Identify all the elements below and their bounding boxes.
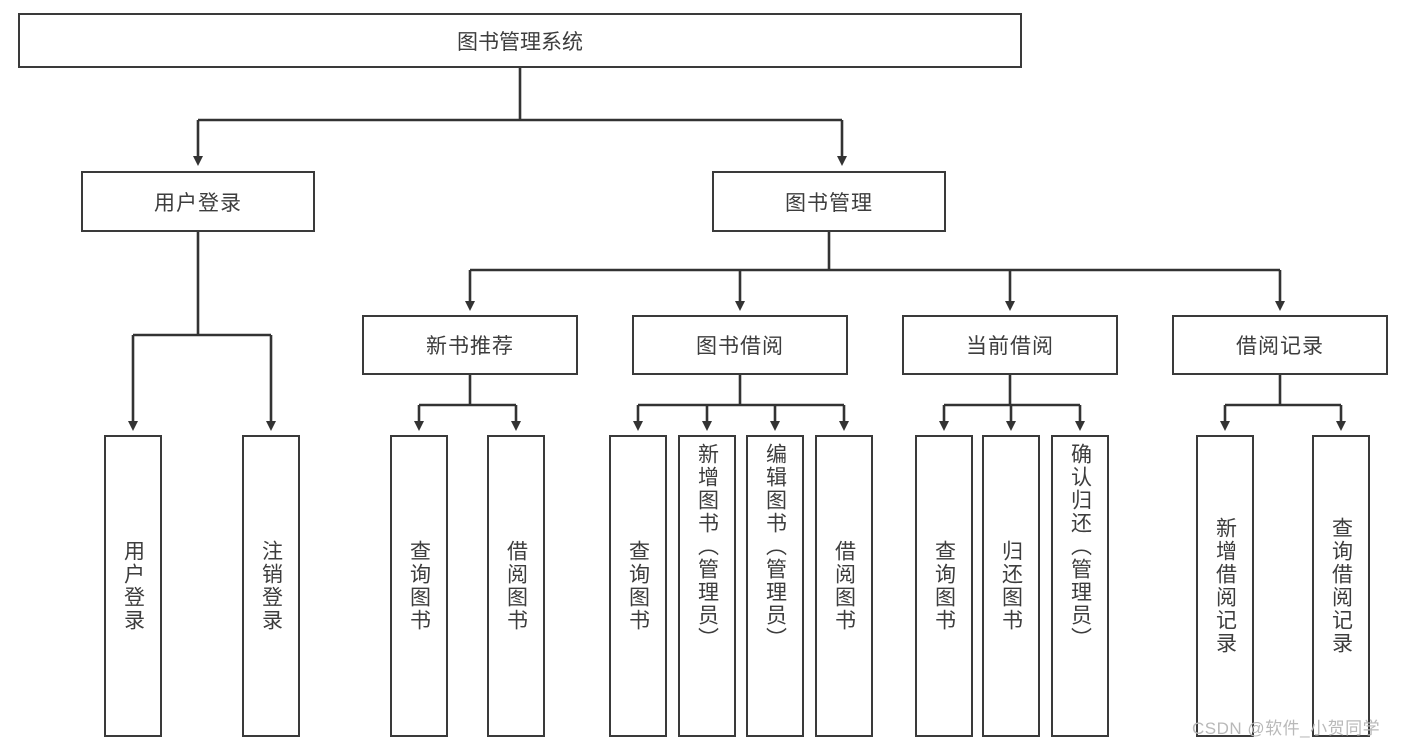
node-leaf-borrow-book-1-label: 借阅图书 [504,540,528,632]
node-leaf-borrow-book-1[interactable]: 借阅图书 [487,435,545,737]
node-book-manage[interactable]: 图书管理 [712,171,946,232]
node-book-borrow-label: 图书借阅 [696,335,784,358]
node-leaf-query-book-3[interactable]: 查询图书 [915,435,973,737]
node-leaf-add-record-label: 新增借阅记录 [1213,517,1237,655]
node-new-book-recommend-label: 新书推荐 [426,335,514,358]
node-current-borrow-label: 当前借阅 [966,335,1054,358]
node-leaf-add-record[interactable]: 新增借阅记录 [1196,435,1254,737]
node-leaf-confirm-return-label: 确认归还（管理员） [1068,443,1092,650]
node-leaf-return-book[interactable]: 归还图书 [982,435,1040,737]
node-leaf-query-book-2[interactable]: 查询图书 [609,435,667,737]
node-new-book-recommend[interactable]: 新书推荐 [362,315,578,375]
node-root-label: 图书管理系统 [457,30,583,54]
node-leaf-logout-login[interactable]: 注销登录 [242,435,300,737]
node-user-login[interactable]: 用户登录 [81,171,315,232]
node-leaf-borrow-book-2[interactable]: 借阅图书 [815,435,873,737]
node-borrow-record-label: 借阅记录 [1236,335,1324,358]
node-book-manage-label: 图书管理 [785,191,873,215]
node-root[interactable]: 图书管理系统 [18,13,1022,68]
node-leaf-query-book-1-label: 查询图书 [407,540,431,632]
node-leaf-edit-book[interactable]: 编辑图书（管理员） [746,435,804,737]
node-leaf-query-book-1[interactable]: 查询图书 [390,435,448,737]
node-leaf-logout-login-label: 注销登录 [259,540,283,632]
node-current-borrow[interactable]: 当前借阅 [902,315,1118,375]
node-leaf-user-login[interactable]: 用户登录 [104,435,162,737]
node-user-login-label: 用户登录 [154,191,242,215]
node-leaf-query-book-2-label: 查询图书 [626,540,650,632]
node-leaf-confirm-return[interactable]: 确认归还（管理员） [1051,435,1109,737]
node-leaf-add-book[interactable]: 新增图书（管理员） [678,435,736,737]
node-leaf-return-book-label: 归还图书 [999,540,1023,632]
node-leaf-edit-book-label: 编辑图书（管理员） [763,443,787,650]
node-leaf-query-record[interactable]: 查询借阅记录 [1312,435,1370,737]
node-book-borrow[interactable]: 图书借阅 [632,315,848,375]
node-leaf-borrow-book-2-label: 借阅图书 [832,540,856,632]
node-leaf-query-record-label: 查询借阅记录 [1329,517,1353,655]
node-leaf-query-book-3-label: 查询图书 [932,540,956,632]
node-leaf-add-book-label: 新增图书（管理员） [695,443,719,650]
node-leaf-user-login-label: 用户登录 [121,540,145,632]
node-borrow-record[interactable]: 借阅记录 [1172,315,1388,375]
